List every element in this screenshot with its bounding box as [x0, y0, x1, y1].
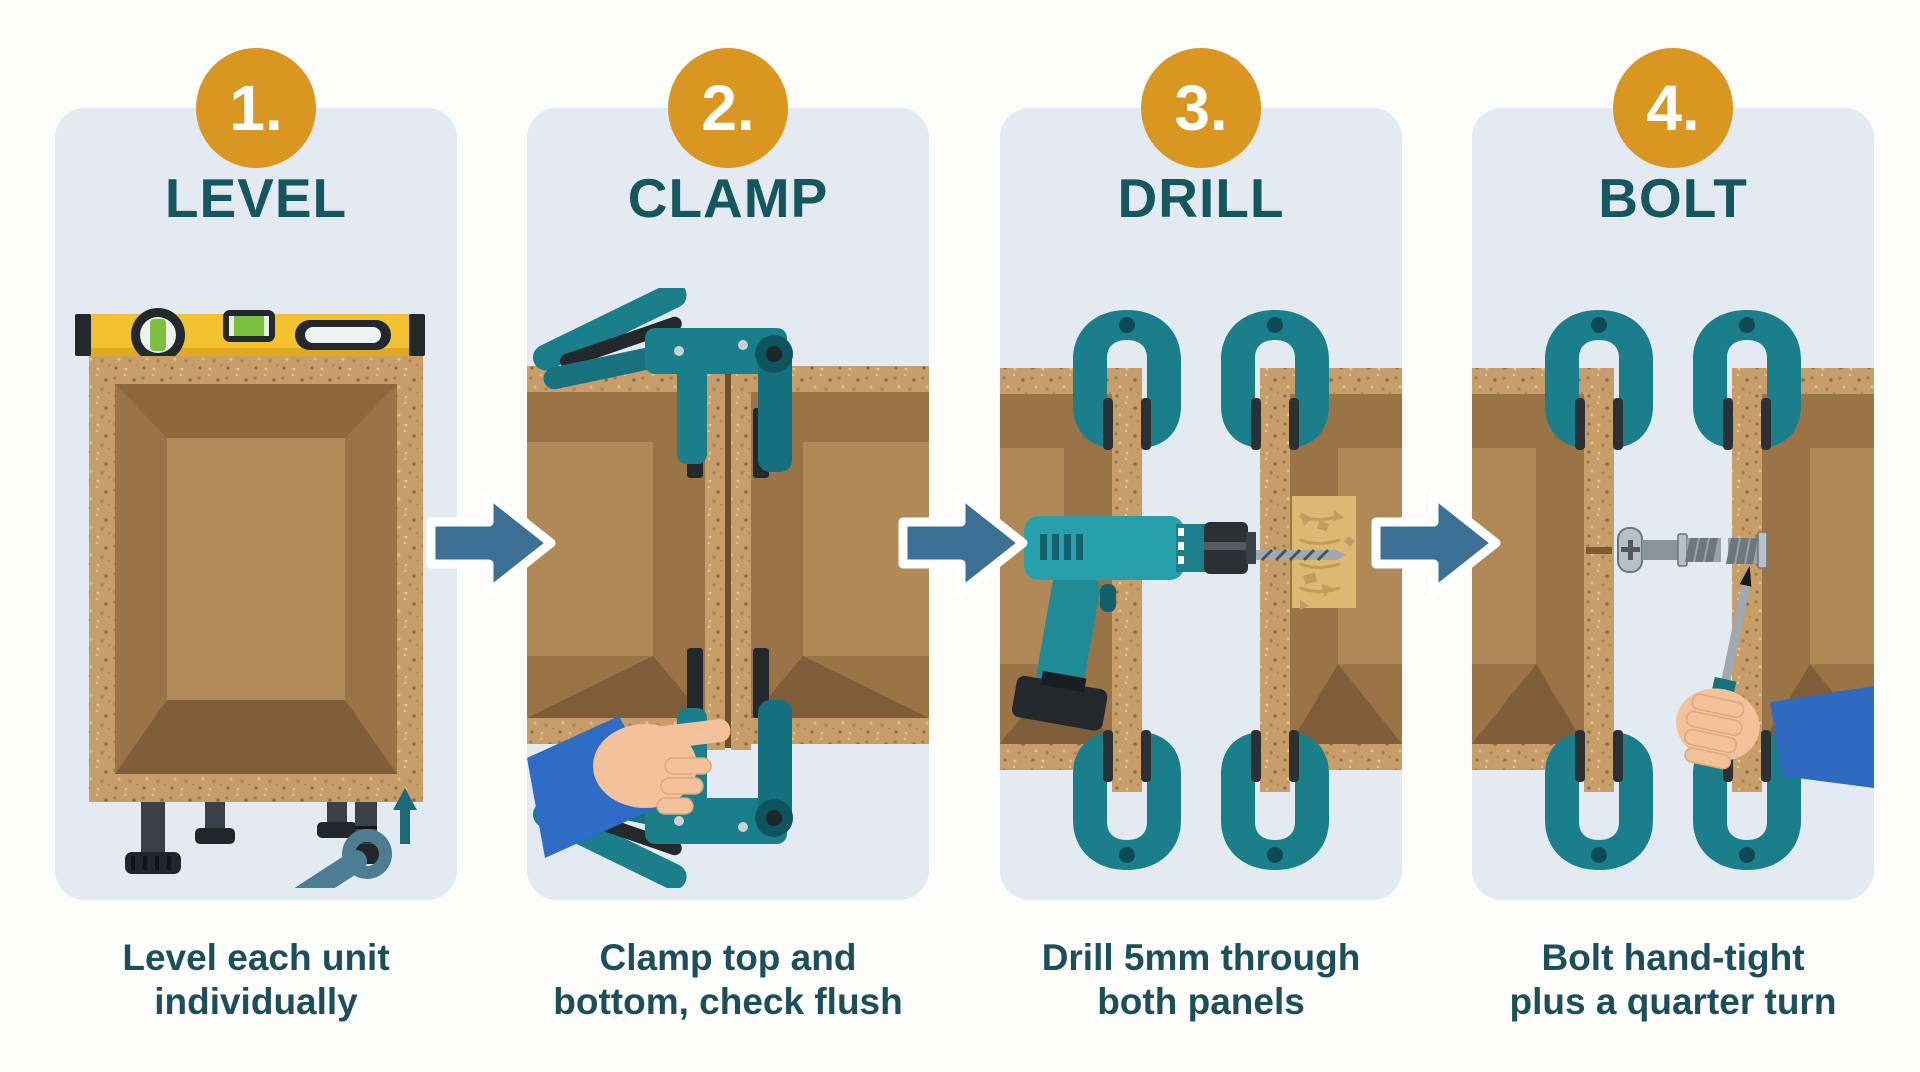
- step-card-bolt: 4. BOLT: [1472, 48, 1874, 900]
- step-card-drill: 3. DRILL: [1000, 48, 1402, 900]
- step-title: BOLT: [1598, 167, 1748, 229]
- cabinet-joint: [527, 366, 929, 750]
- cabinet-box: [89, 356, 423, 802]
- step-card-clamp: 2. CLAMP: [527, 48, 929, 900]
- flow-arrow-icon: [898, 489, 1028, 597]
- step-number-badge: 4.: [1613, 48, 1733, 168]
- step-number-badge: 1.: [196, 48, 316, 168]
- step-title: DRILL: [1117, 167, 1285, 229]
- drill-bit: [1256, 548, 1346, 562]
- connector-bolt-icon: [1617, 527, 1768, 573]
- bar-clamp-top-icon: [532, 288, 793, 472]
- illustration-level: [75, 308, 425, 888]
- spirit-level-icon: [75, 308, 425, 362]
- gripping-hand-icon: [1676, 688, 1760, 770]
- pilot-hole-left: [1586, 547, 1612, 554]
- pointing-hand-icon: [527, 716, 731, 858]
- step-card-level: 1. LEVEL: [55, 48, 457, 900]
- up-arrow-icon: [393, 788, 417, 844]
- flow-arrow-icon: [426, 489, 556, 597]
- sleeve: [1770, 686, 1874, 788]
- cordless-drill-icon: [1012, 516, 1346, 731]
- illustration-drill: [1000, 310, 1402, 870]
- illustration-clamp: [527, 288, 929, 888]
- wood-chips: [1300, 510, 1355, 610]
- illustration-bolt: [1472, 310, 1874, 870]
- step-number-badge: 3.: [1141, 48, 1261, 168]
- step-number-badge: 2.: [668, 48, 788, 168]
- wrench-icon: [246, 829, 393, 888]
- step-title: LEVEL: [164, 167, 348, 229]
- step-title: CLAMP: [627, 167, 829, 229]
- flow-arrow-icon: [1371, 489, 1501, 597]
